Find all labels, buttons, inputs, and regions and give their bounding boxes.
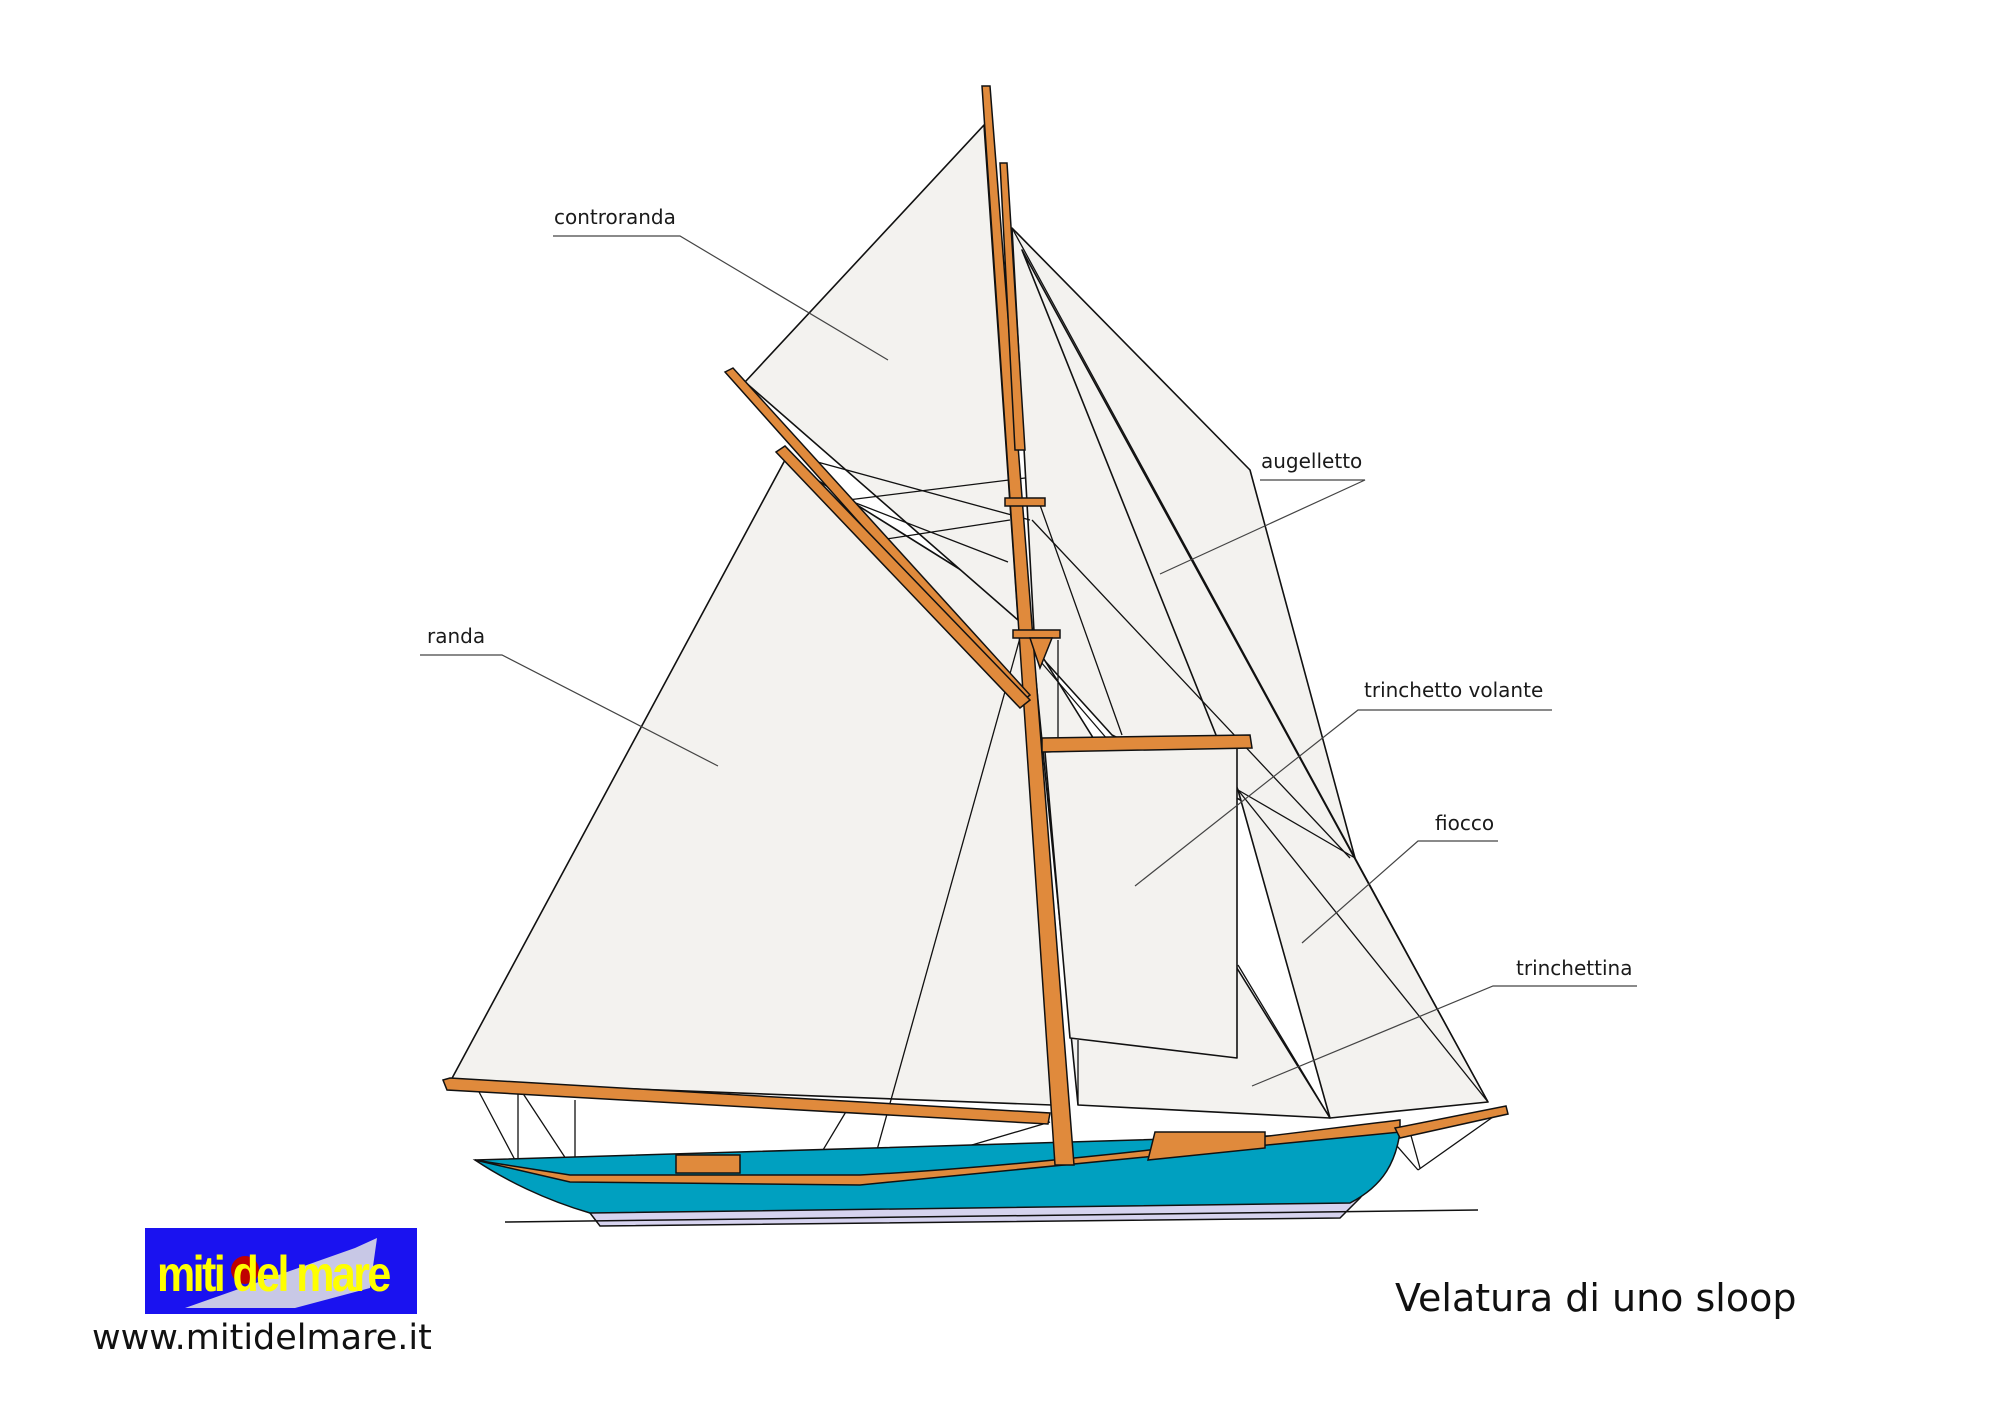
main-boom (441, 1077, 1051, 1125)
label-controranda: controranda (554, 205, 676, 229)
label-randa: randa (427, 624, 486, 648)
label-augelletto: augelletto (1261, 449, 1363, 473)
cabin-forward (1147, 1131, 1266, 1161)
hull-group (472, 1119, 1401, 1227)
diagram-caption: Velatura di uno sloop (1395, 1276, 1797, 1320)
mast-band-upper (1004, 497, 1046, 507)
trinchetto-volante-sail (1044, 744, 1238, 1059)
lower-gaff (774, 445, 1032, 710)
logo-text: miti del mare (157, 1246, 391, 1302)
label-fiocco: fiocco (1435, 811, 1495, 835)
topsail-yard (1041, 734, 1253, 753)
rigging (477, 227, 1501, 1176)
leader-fiocco (1301, 840, 1498, 944)
leader-trinchetto-volante (1134, 709, 1552, 887)
leader-randa (420, 654, 719, 767)
mast-band-lower (1012, 629, 1061, 639)
leader-lines (420, 235, 1637, 1087)
logo-wave-shape (185, 1238, 377, 1308)
leader-augelletto (1159, 479, 1366, 575)
topmast (999, 162, 1026, 451)
label-trinchettina: trinchettina (1516, 956, 1633, 980)
website-url[interactable]: www.mitidelmare.it (92, 1318, 432, 1358)
label-trinchetto-volante: trinchetto volante (1364, 678, 1544, 702)
cabin-aft (675, 1154, 741, 1174)
miti-del-mare-logo: miti del mare (145, 1228, 417, 1314)
sails (449, 124, 1489, 1119)
leader-controranda (553, 235, 889, 361)
waterline (504, 1209, 1479, 1223)
bowsprit (1393, 1105, 1509, 1139)
spars (441, 85, 1509, 1166)
main-mast (981, 85, 1075, 1166)
leader-trinchettina (1251, 985, 1637, 1087)
crosstree (1028, 637, 1054, 671)
